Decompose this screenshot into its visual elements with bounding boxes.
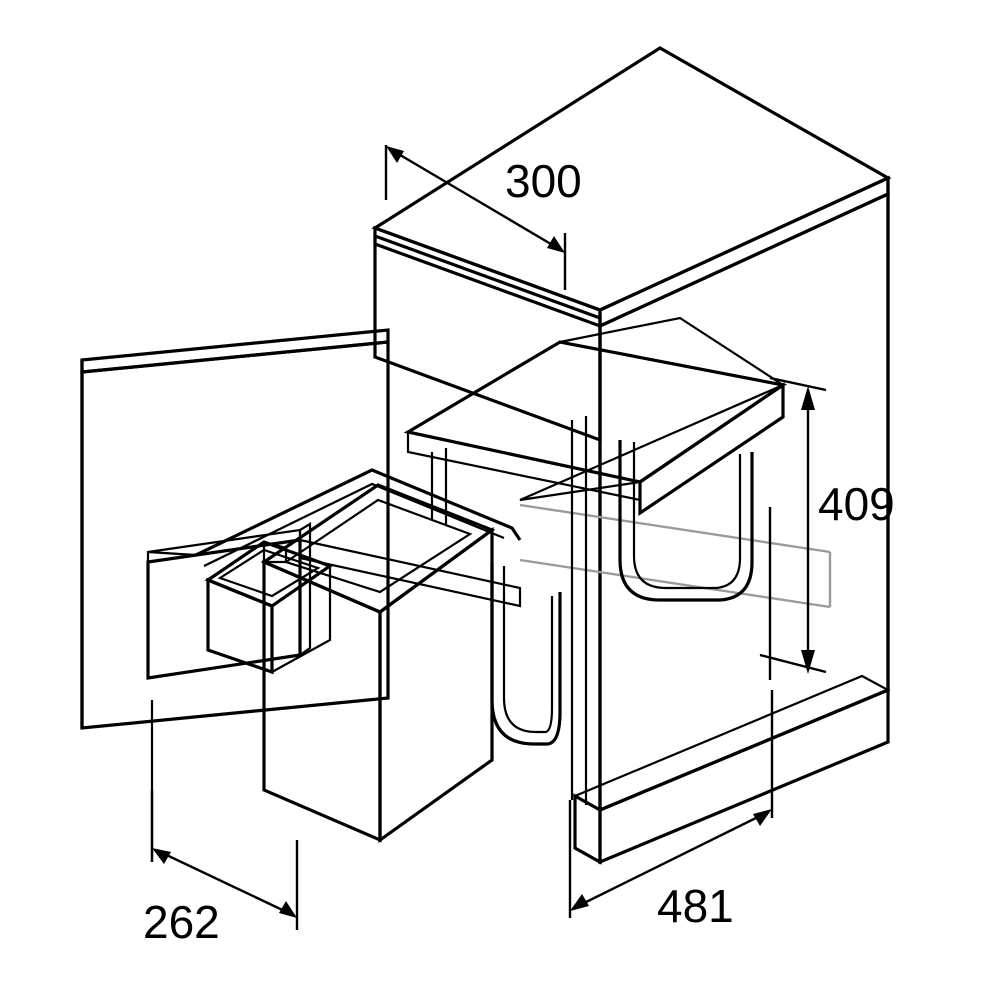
dimension-300: 300 <box>384 145 582 290</box>
dim-300-label: 300 <box>505 155 582 207</box>
cabinet-top <box>371 46 892 329</box>
dim-262-arrow-start <box>152 848 171 864</box>
dim-409-label: 409 <box>818 478 895 530</box>
cabinet-interior-hidden-line-2 <box>519 503 831 554</box>
cabinet-door <box>80 328 390 862</box>
dim-262-line <box>155 848 294 917</box>
cabinet-front-panel <box>373 226 602 443</box>
dim-409-ext-top <box>769 376 827 392</box>
dim-262-arrow-end <box>279 901 297 918</box>
dimension-481: 481 <box>568 690 774 932</box>
dim-481-line <box>573 810 769 910</box>
runner-brackets <box>490 416 754 805</box>
dim-481-label: 481 <box>657 880 734 932</box>
cabinet-plinth <box>572 674 891 865</box>
dim-262-label: 262 <box>143 896 220 948</box>
dim-300-line <box>389 147 562 252</box>
cabinet-carcass <box>371 46 892 865</box>
dim-409-arrow-top <box>801 386 815 410</box>
dimension-409: 409 <box>759 376 895 680</box>
dim-300-arrow-start <box>386 146 404 163</box>
dim-409-ext-bottom <box>759 653 827 674</box>
runner-bracket-rear <box>490 562 562 746</box>
bin-divider-top <box>262 540 288 564</box>
waste-bin-small <box>204 540 334 675</box>
waste-bin-large <box>260 483 496 844</box>
dim-481-arrow-end <box>753 809 772 826</box>
waste-bins <box>147 448 522 844</box>
dim-481-arrow-start <box>570 894 589 911</box>
dimension-262: 262 <box>143 790 299 948</box>
pullout-frame <box>146 316 788 680</box>
runner-bracket-front <box>618 440 754 602</box>
frame-lip-over-bins <box>147 468 522 567</box>
dim-409-arrow-bottom <box>801 650 815 674</box>
dim-300-arrow-end <box>547 236 565 253</box>
